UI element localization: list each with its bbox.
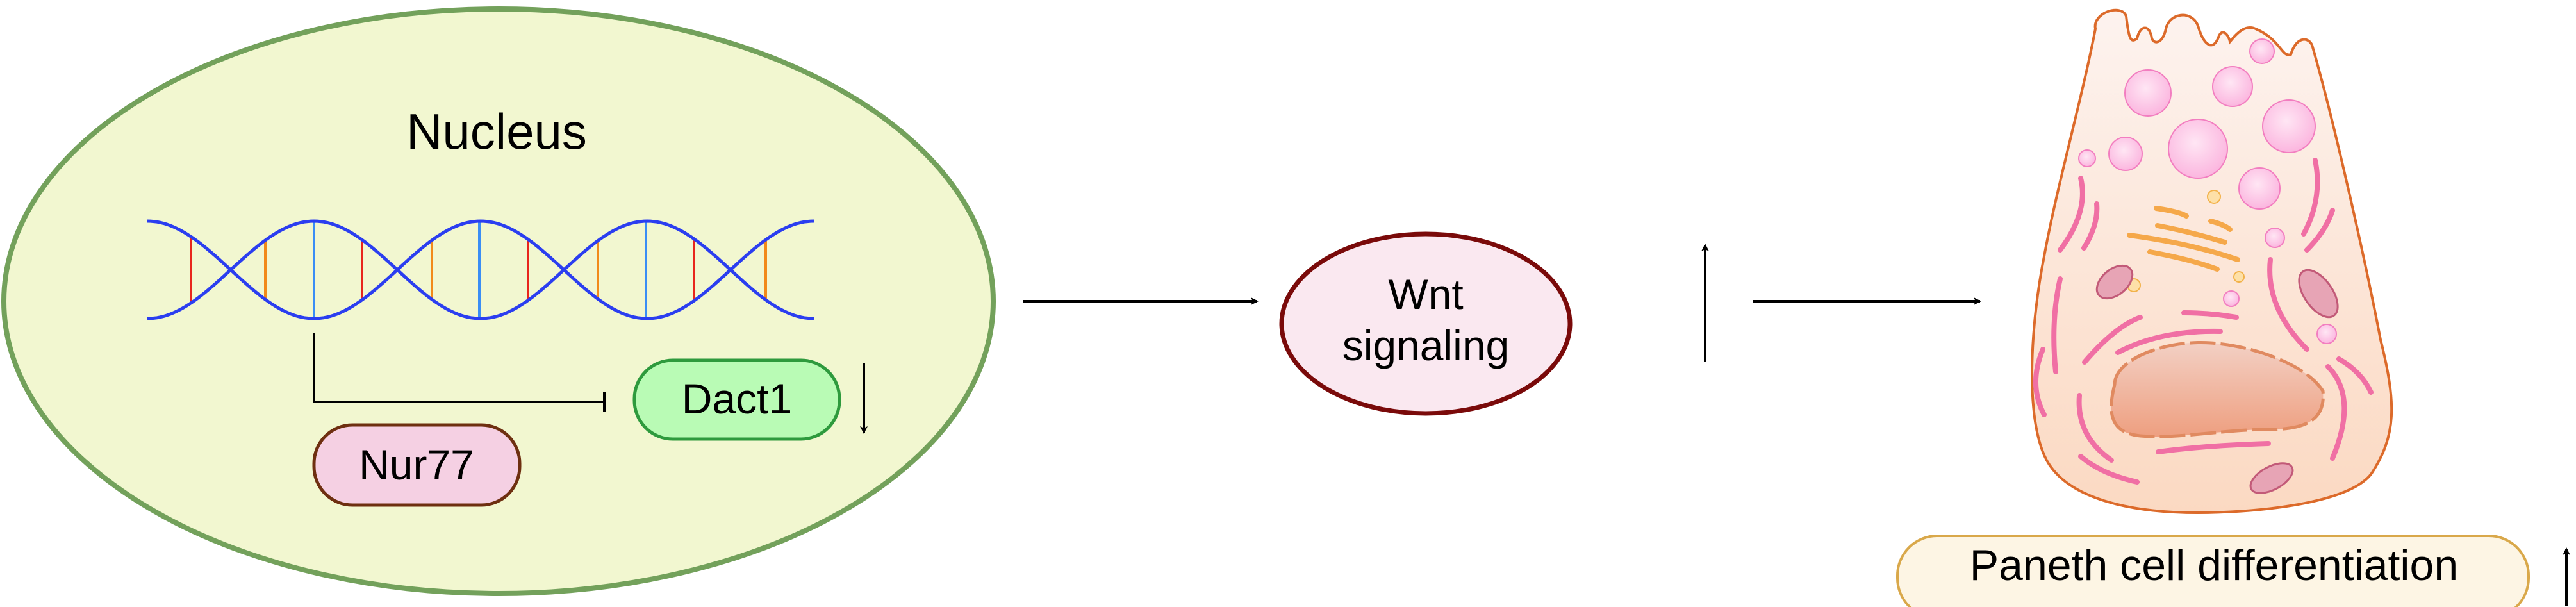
nucleus: Nucleus Dact1 Nur77 <box>1 6 996 596</box>
wnt-label-line2: signaling <box>1342 322 1510 369</box>
wnt-label-line1: Wnt <box>1388 270 1463 318</box>
nucleus-title: Nucleus <box>406 103 587 160</box>
paneth-label: Paneth cell differentiation <box>1970 541 2458 590</box>
dact1-label: Dact1 <box>682 375 792 422</box>
nur77-badge: Nur77 <box>312 423 522 507</box>
nur77-label: Nur77 <box>359 441 474 488</box>
dna-strand <box>147 219 814 320</box>
nucleus-membrane <box>1 6 996 596</box>
paneth-label-badge: Paneth cell differentiation <box>1896 535 2530 607</box>
paneth-cell-icon <box>2031 8 2393 515</box>
inhibition-line <box>313 333 606 412</box>
wnt-signaling-node: Wnt signaling <box>1279 231 1573 416</box>
dna-strand <box>147 219 814 320</box>
dact1-badge: Dact1 <box>632 358 841 441</box>
dna-helix-icon <box>147 219 814 320</box>
